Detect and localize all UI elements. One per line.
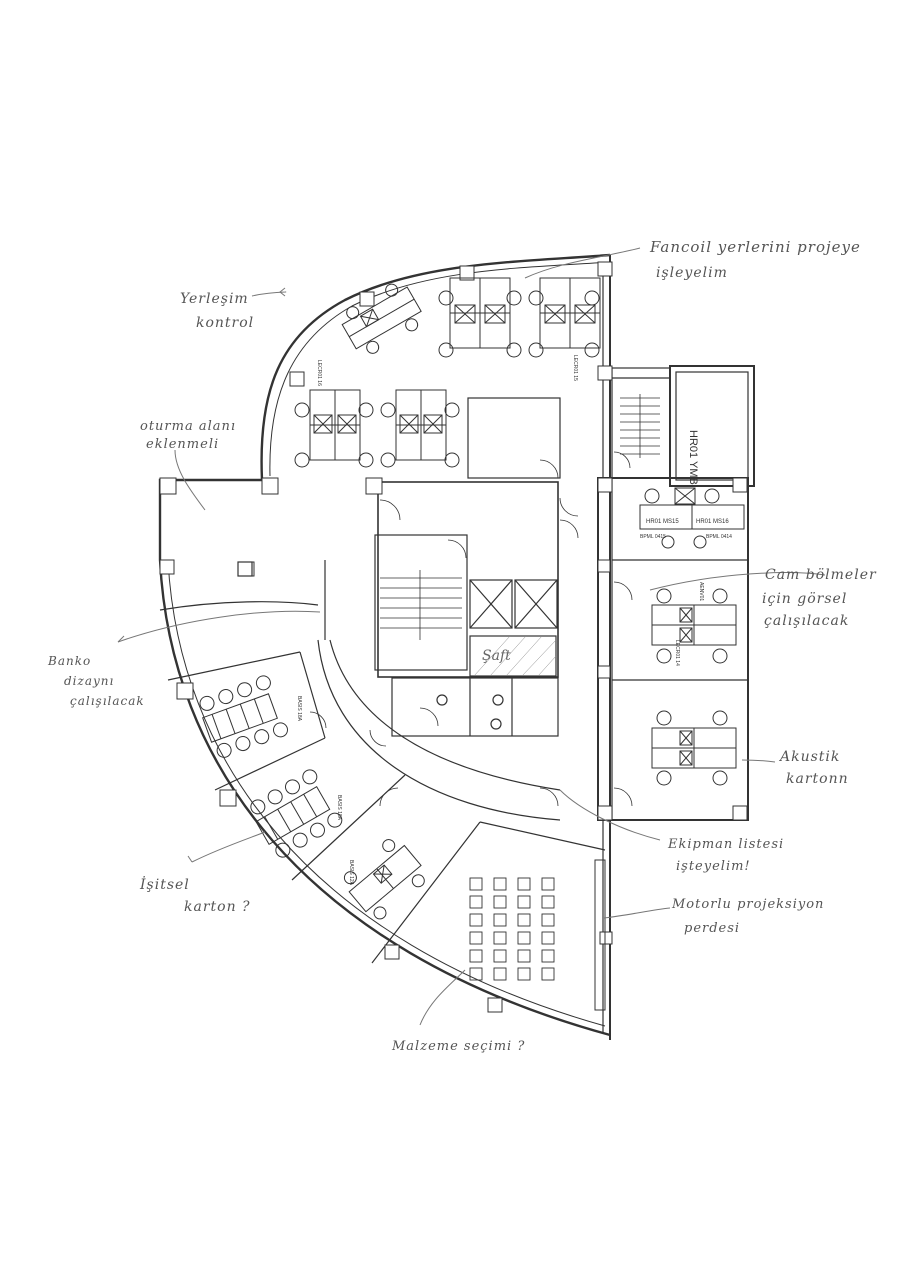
elevator-1 — [469, 579, 513, 629]
note-banko-line3: çalışılacak — [70, 694, 145, 708]
note-fancoil-line1: Fancoil yerlerini projeye — [650, 238, 861, 256]
label-bpml-0414: BPML 0414 — [706, 534, 732, 540]
wc-block — [391, 677, 559, 737]
label-lecr01-14: LECR01 14 — [674, 640, 680, 666]
label-lecr01-16: LECR01 16 — [316, 360, 322, 386]
note-yerlesim-line2: kontrol — [196, 315, 255, 331]
label-basis-18a-1: BASIS 18A — [296, 696, 302, 722]
lecture-seating — [469, 877, 555, 981]
note-cam-line2: için görsel — [762, 591, 848, 607]
label-bpml-0415: BPML 0415 — [640, 534, 666, 540]
label-basis-12a: BASIS 12A — [348, 860, 354, 886]
note-motorlu-line1: Motorlu projeksiyon — [672, 897, 825, 912]
note-yerlesim-line1: Yerleşim — [180, 291, 249, 307]
core-room-top — [467, 397, 561, 479]
columns — [159, 261, 748, 1013]
label-shaft: Şaft — [482, 648, 511, 664]
note-cam-line1: Cam bölmeler — [765, 567, 877, 583]
note-ekipman-line2: işteyelim! — [676, 859, 751, 874]
note-cam-line3: çalışılacak — [764, 613, 850, 629]
note-oturma-line1: oturma alanı — [140, 419, 237, 434]
stair-tower — [611, 367, 671, 479]
note-banko-line2: dizaynı — [64, 674, 115, 688]
leader-lines — [117, 247, 826, 1026]
core-stair — [374, 534, 468, 671]
label-basis-18a-2: BASIS 18A — [336, 795, 342, 821]
note-malzeme: Malzeme seçimi ? — [392, 1039, 526, 1054]
note-motorlu-line2: perdesi — [684, 921, 741, 936]
core-stair-steps — [380, 570, 462, 640]
note-oturma-line2: eklenmeli — [146, 437, 220, 452]
note-banko-line1: Banko — [48, 654, 92, 668]
inner-facade-arc — [269, 261, 611, 477]
note-isitsal-line2: karton ? — [184, 899, 251, 915]
note-fancoil-line2: işleyelim — [656, 265, 728, 281]
note-akustik-line1: Akustik — [780, 749, 841, 765]
inner-facade-arc-2 — [167, 559, 606, 1027]
note-isitsal-line1: İşitsel — [140, 877, 190, 893]
right-wing — [597, 477, 749, 821]
label-hr01-ms16: HR01 MS16 — [696, 519, 729, 525]
desk-clusters — [199, 277, 745, 1011]
note-ekipman-line1: Ekipman listesi — [668, 837, 785, 852]
core — [377, 481, 559, 678]
door-swings — [309, 451, 633, 807]
label-aenv01: AENV01 — [698, 582, 704, 601]
corridor-outer — [317, 639, 561, 821]
corridor-inner — [329, 639, 561, 791]
elevator-2 — [514, 579, 558, 629]
note-akustik-line2: kartonn — [786, 771, 849, 787]
label-lecr01-15: LECR01 15 — [572, 355, 578, 381]
label-hr01-ms15: HR01 MS15 — [646, 519, 679, 525]
hr01-room — [669, 365, 755, 487]
label-hr01-ymb: HR01 YMB — [687, 430, 699, 485]
outer-facade-arc — [158, 253, 611, 1037]
stair-steps — [620, 394, 660, 458]
